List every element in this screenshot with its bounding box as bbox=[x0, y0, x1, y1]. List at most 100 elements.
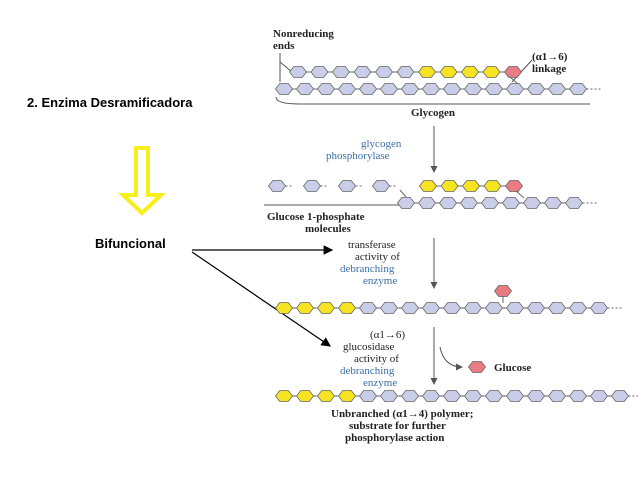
glucose-residue bbox=[505, 302, 525, 314]
glucose-residue bbox=[501, 197, 521, 209]
glucose-residue bbox=[463, 390, 483, 402]
glucose-residue bbox=[442, 83, 462, 95]
glucose-residue bbox=[547, 83, 567, 95]
glucosidase-label-4: debranching bbox=[340, 365, 395, 377]
transferase-label: transferase bbox=[348, 239, 396, 251]
glucose-residue bbox=[400, 302, 420, 314]
glucose-residue bbox=[564, 197, 584, 209]
glucose-residue bbox=[482, 66, 501, 78]
glucose-residue bbox=[396, 66, 415, 78]
glucose-residue bbox=[295, 302, 315, 314]
glucose-1-phosphate bbox=[337, 180, 357, 192]
glucose-1-phosphate bbox=[371, 180, 391, 192]
glucose-residue bbox=[310, 66, 329, 78]
slide-title: 2. Enzima Desramificadora bbox=[27, 95, 193, 110]
glucose-residue bbox=[589, 302, 609, 314]
down-arrow-icon bbox=[117, 146, 167, 216]
glucose-residue bbox=[505, 390, 525, 402]
glucose-residue bbox=[421, 390, 441, 402]
glucose-residue bbox=[610, 390, 630, 402]
transferase-label-2: activity of bbox=[355, 251, 400, 263]
glucose-residue bbox=[337, 390, 357, 402]
glucose-label: Glucose bbox=[494, 362, 531, 374]
glucose-residue bbox=[274, 83, 294, 95]
linkage-pointer bbox=[511, 59, 533, 83]
glucose-residue bbox=[589, 390, 609, 402]
glucose-residue bbox=[316, 302, 336, 314]
enzyme1-label: glycogen bbox=[361, 138, 402, 150]
glucose-residue bbox=[484, 390, 504, 402]
glucose-residue bbox=[316, 390, 336, 402]
glucose-residue bbox=[295, 83, 315, 95]
glucose-residue bbox=[331, 66, 351, 78]
glycosidic-bond bbox=[399, 189, 407, 198]
glucose-residue bbox=[358, 83, 378, 95]
glucose-residue bbox=[417, 197, 437, 209]
enzyme1-label-2: phosphorylase bbox=[326, 150, 390, 162]
glucose-release-arrow bbox=[439, 346, 463, 371]
glucose-residue bbox=[417, 66, 437, 78]
glucose-residue bbox=[418, 180, 438, 192]
nonreducing-bracket bbox=[279, 53, 293, 82]
glucose-1-phosphate bbox=[267, 180, 287, 192]
glucose-residue bbox=[505, 83, 525, 95]
glucose-residue bbox=[547, 390, 567, 402]
glucose-residue bbox=[379, 302, 399, 314]
glucose-residue bbox=[461, 180, 481, 192]
glucosidase-label-2: glucosidase bbox=[343, 341, 394, 353]
glucosidase-label-5: enzyme bbox=[363, 377, 397, 389]
glucose-residue bbox=[337, 83, 357, 95]
glucose-residue bbox=[483, 180, 502, 192]
bifunctional-label: Bifuncional bbox=[95, 236, 166, 251]
glucose-residue bbox=[358, 390, 378, 402]
glucose-residue bbox=[463, 83, 483, 95]
linkage-label: (α1→6) bbox=[532, 51, 568, 63]
glucose-residue bbox=[568, 83, 588, 95]
glucose-residue bbox=[568, 390, 588, 402]
glucose-residue bbox=[379, 390, 399, 402]
glycogen-label: Glycogen bbox=[411, 107, 455, 119]
glucose-residue bbox=[316, 83, 336, 95]
glycosidic-bond bbox=[515, 190, 525, 199]
glucose-residue bbox=[522, 197, 542, 209]
free-glucose bbox=[467, 361, 487, 373]
glucose-residue bbox=[480, 197, 500, 209]
glucose-residue bbox=[274, 390, 294, 402]
glucose-residue bbox=[460, 66, 480, 78]
glucosidase-label-3: activity of bbox=[354, 353, 399, 365]
transferase-label-4: enzyme bbox=[363, 275, 397, 287]
glucose-1-phosphate bbox=[302, 180, 322, 192]
glycogen-brace bbox=[275, 96, 590, 105]
glucose-residue bbox=[439, 66, 458, 78]
glucose-residue bbox=[400, 390, 420, 402]
glucose-residue bbox=[438, 197, 458, 209]
glucose-residue bbox=[421, 302, 441, 314]
glucose-residue bbox=[463, 302, 483, 314]
glucose-residue bbox=[503, 66, 523, 78]
glucose-residue bbox=[374, 66, 394, 78]
glucose-residue bbox=[568, 302, 588, 314]
glucose-residue bbox=[400, 83, 420, 95]
glucose-residue bbox=[379, 83, 399, 95]
glucose-residue bbox=[526, 302, 546, 314]
glucose-residue bbox=[274, 302, 294, 314]
glucose-residue bbox=[288, 66, 308, 78]
linkage-label-2: linkage bbox=[532, 63, 566, 75]
glucosidase-label: (α1→6) bbox=[370, 329, 405, 341]
glucose-residue bbox=[459, 197, 479, 209]
g1p-label: Glucose 1-phosphate bbox=[267, 211, 365, 223]
transferase-label-3: debranching bbox=[340, 263, 395, 275]
nonreducing-ends-label-2: ends bbox=[273, 40, 295, 52]
glycosidic-bond bbox=[509, 76, 519, 85]
glucose-residue bbox=[504, 180, 524, 192]
glucose-residue bbox=[358, 302, 378, 314]
glucose-residue bbox=[526, 390, 546, 402]
glucose-residue bbox=[484, 83, 504, 95]
glucose-residue bbox=[484, 302, 504, 314]
glucose-residue bbox=[526, 83, 546, 95]
glucose-residue bbox=[547, 302, 567, 314]
glucose-residue bbox=[396, 197, 416, 209]
final-label-2: substrate for further bbox=[349, 420, 446, 432]
glucose-residue bbox=[440, 180, 459, 192]
